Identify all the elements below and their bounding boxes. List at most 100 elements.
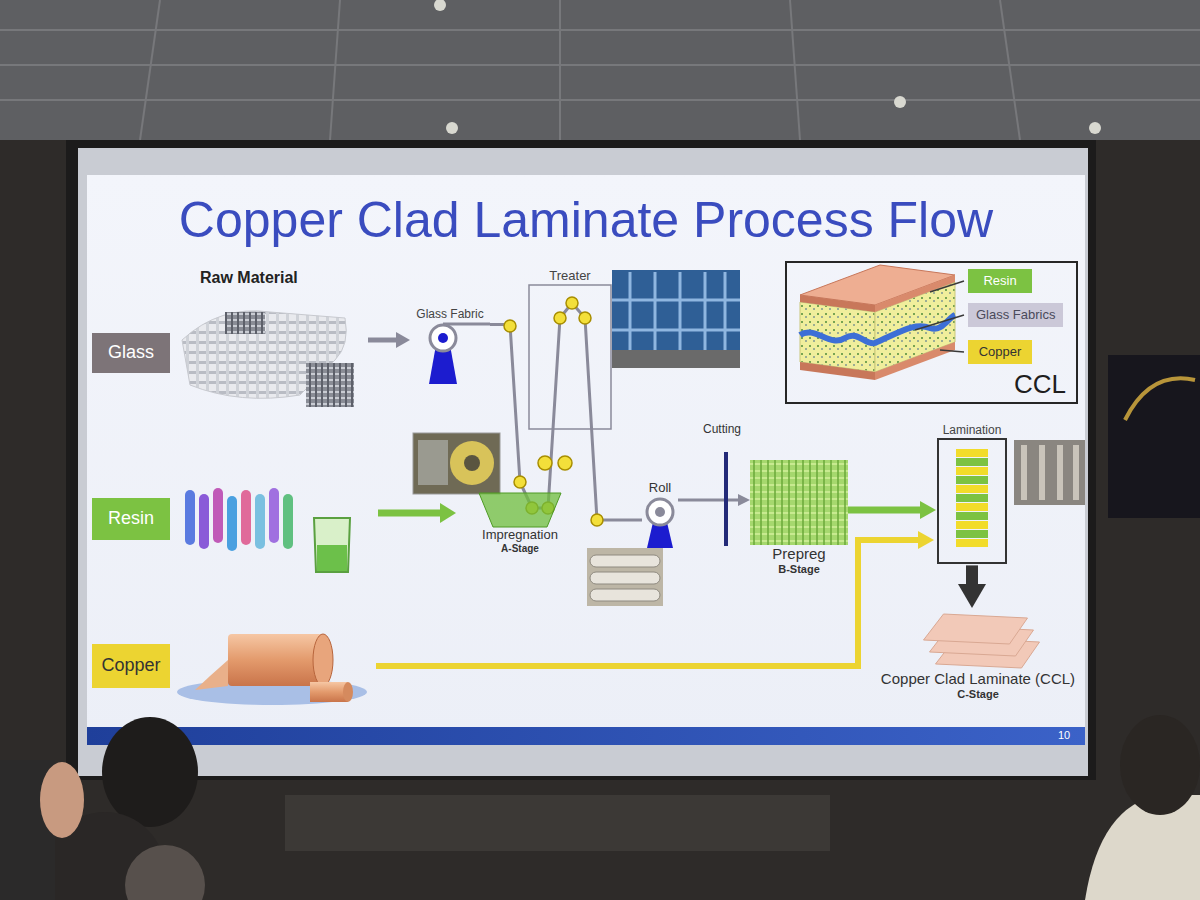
- prepreg-plate: [956, 458, 988, 466]
- roll-shape: [642, 496, 678, 548]
- prepreg-weft: [750, 540, 848, 542]
- laminate-sheet: [923, 614, 1027, 644]
- prepreg-weft: [750, 533, 848, 535]
- press-shape: [936, 437, 1008, 565]
- resin-feed-arrow: [378, 510, 441, 517]
- screen-housing: [66, 140, 1096, 780]
- tower-post: [704, 272, 707, 350]
- tower-post: [724, 272, 727, 350]
- roll-hub: [655, 507, 665, 517]
- press-column: [1057, 445, 1063, 500]
- prepreg-plate: [956, 494, 988, 502]
- press-column: [1073, 445, 1079, 500]
- hand: [40, 762, 84, 838]
- prepreg-weft: [750, 519, 848, 521]
- tower-post: [629, 272, 632, 350]
- node-label: Lamination: [943, 423, 1002, 437]
- lamination-press: Lamination: [936, 423, 1008, 565]
- photo-frame: [1014, 440, 1085, 505]
- raw-material-box: Glass: [92, 333, 170, 373]
- prepreg-weft: [750, 498, 848, 500]
- prepreg-warp: [767, 460, 769, 545]
- resin-tubes-image: [185, 488, 350, 572]
- prepreg-warp: [788, 460, 790, 545]
- layer-tag: Resin: [968, 269, 1032, 293]
- small-roll: [310, 682, 348, 702]
- prepreg-warp: [774, 460, 776, 545]
- tile-line: [1000, 0, 1020, 140]
- ceiling: [0, 0, 1200, 140]
- foil-roll: [228, 634, 323, 686]
- fabricSpool-shape: [410, 321, 490, 384]
- node-label: Glass Fabrics: [976, 307, 1055, 323]
- prepreg-plate: [956, 476, 988, 484]
- roll-reel: [647, 499, 673, 525]
- prepreg-weft: [750, 512, 848, 514]
- shape-holder: [642, 496, 678, 548]
- guide-roller: [558, 456, 572, 470]
- projection-screen: [78, 148, 1088, 776]
- stage-label: C-Stage: [957, 688, 999, 701]
- shape-holder: [410, 321, 490, 384]
- prepreg-warp: [823, 460, 825, 545]
- treater-photo: [612, 270, 740, 368]
- roll-end: [313, 634, 333, 686]
- copper-plate: [956, 467, 988, 475]
- wall-panel: [285, 795, 830, 851]
- photo-frame: [612, 270, 740, 368]
- audience-head: [1120, 715, 1200, 815]
- step-label: Cutting: [703, 422, 741, 436]
- copper-plate: [956, 521, 988, 529]
- copper-bottom-side: [875, 342, 955, 380]
- prepreg-warp: [809, 460, 811, 545]
- node-label: CCL: [1014, 369, 1066, 400]
- copper-foil-image: [177, 634, 367, 705]
- process-connector: [966, 565, 978, 584]
- stage-label: B-Stage: [778, 563, 820, 576]
- guide-roller: [579, 312, 591, 324]
- copper-plate: [956, 539, 988, 547]
- tile-line: [0, 29, 1200, 31]
- fabric-roll: [450, 441, 494, 485]
- tile-line: [330, 0, 340, 140]
- copper-top-front: [800, 295, 875, 312]
- ceiling-light: [434, 0, 446, 11]
- leader-line: [930, 281, 964, 292]
- tower-post: [654, 272, 657, 350]
- prepreg-warp: [795, 460, 797, 545]
- test-tube: [199, 494, 209, 549]
- ceiling-light: [1089, 122, 1101, 134]
- leader-line: [940, 350, 964, 352]
- leader-line: [915, 315, 964, 330]
- web-stub: [443, 323, 490, 326]
- process-connector: [848, 507, 920, 514]
- guide-roller: [538, 456, 552, 470]
- section-heading: Raw Material: [200, 268, 298, 287]
- tower-beam: [612, 329, 740, 332]
- glass-fabric-spool: Glass Fabric: [410, 307, 490, 384]
- tower-frame: [612, 272, 740, 350]
- ceiling-light: [446, 122, 458, 134]
- press-column: [1021, 445, 1027, 500]
- beaker-liquid: [317, 545, 347, 571]
- stage-label: A-Stage: [501, 543, 539, 555]
- copper-feed-line: [376, 540, 919, 666]
- tower-beam: [612, 299, 740, 302]
- prepreg-weft: [750, 505, 848, 507]
- test-tube: [269, 488, 279, 543]
- press-frame: [938, 439, 1006, 563]
- treater-frame: Treater: [528, 268, 612, 430]
- ccl-inset-frame: CCLResinGlass FabricsCopper: [785, 261, 1078, 404]
- audience-head: [125, 845, 205, 900]
- label-slot: 10: [1058, 729, 1070, 742]
- glass-feed-arrow: [368, 338, 397, 343]
- process-connector: [490, 303, 642, 520]
- slide-number: 10: [1058, 729, 1070, 742]
- prepreg-weft: [750, 526, 848, 528]
- resin-bath: [479, 493, 561, 527]
- prepreg-weft: [750, 477, 848, 479]
- impregnation-tank: ImpregnationA-Stage: [479, 493, 561, 555]
- copper-plate: [956, 449, 988, 457]
- treater-outline: [529, 285, 611, 429]
